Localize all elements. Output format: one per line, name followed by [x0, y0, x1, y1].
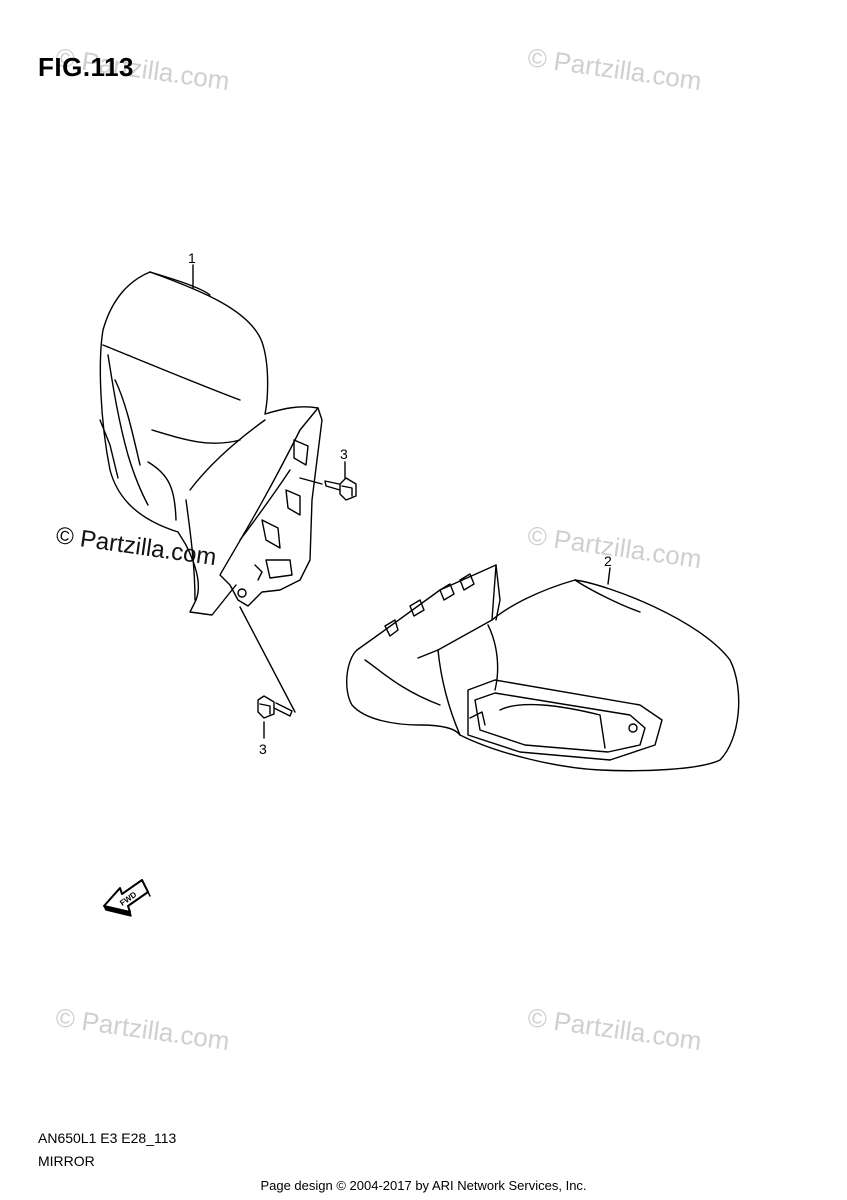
- callout-number: 3: [340, 446, 348, 462]
- bolt-part: [324, 477, 357, 501]
- bolt-axis-line: [299, 477, 323, 485]
- bolt-axis-line: [239, 606, 296, 713]
- mirror-left-part: [99, 271, 323, 616]
- callout-number: 2: [604, 553, 612, 569]
- bolt-part: [257, 695, 293, 719]
- forward-arrow-icon: [103, 879, 151, 917]
- figure-title: FIG.113: [38, 52, 134, 82]
- page-credit: Page design © 2004-2017 by ARI Network S…: [260, 1178, 587, 1193]
- diagram-code: AN650L1 E3 E28_113: [38, 1130, 177, 1146]
- callout-number: 1: [188, 250, 196, 266]
- diagram-name: MIRROR: [38, 1153, 95, 1169]
- callout-leader: [607, 567, 611, 585]
- mirror-right-part: [346, 564, 740, 772]
- callout-number: 3: [259, 741, 267, 757]
